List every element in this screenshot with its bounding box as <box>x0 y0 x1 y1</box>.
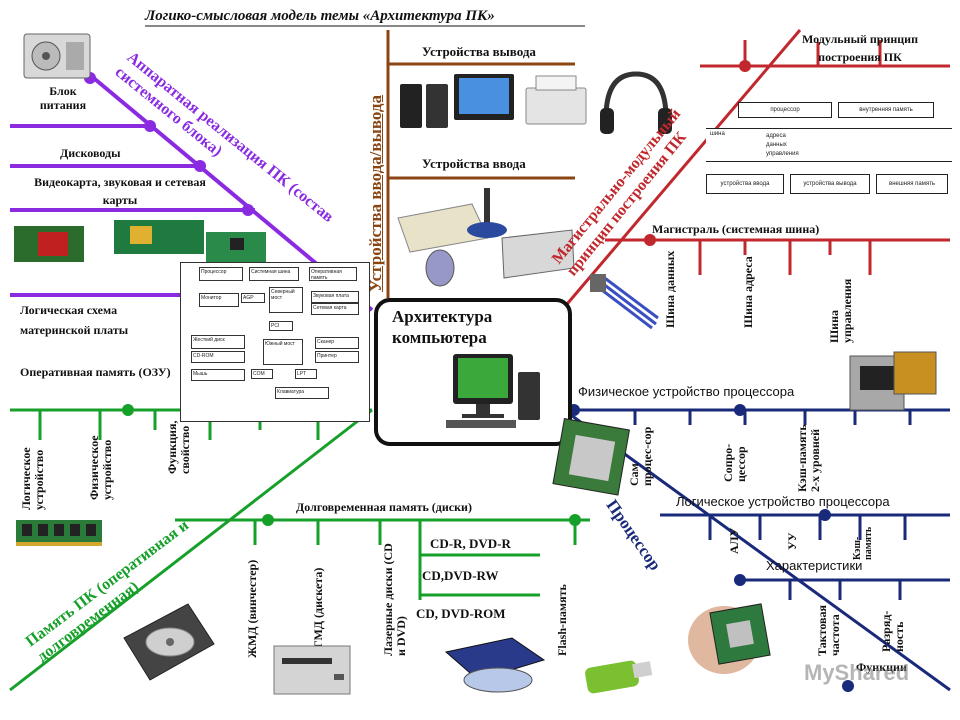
cdr-label: CD-R, DVD-R <box>430 536 511 551</box>
mb-keyboard: Клавиатура <box>275 387 329 399</box>
width-label: Разряд-ность <box>879 610 906 652</box>
module-bus-ctrl: управления <box>766 151 799 157</box>
mb-lpt: LPT <box>295 369 317 379</box>
cpu-logical-label: Логическое устройство процессора <box>676 494 890 509</box>
mb-ram: Оперативная память <box>309 267 357 281</box>
cu-label: УУ <box>785 532 799 550</box>
system-bus-label: Магистраль (системная шина) <box>652 222 820 236</box>
flash-label: Flash-память <box>555 584 569 656</box>
ribbon-cable-icon <box>590 274 659 330</box>
mb-agp: AGP <box>241 293 265 303</box>
optical-drive-icon <box>444 637 546 693</box>
module-bus-data: данных <box>766 142 787 148</box>
mb-com: COM <box>251 369 273 379</box>
cpu-physical-label: Физическое устройство процессора <box>578 384 795 399</box>
storage-label: Долговременная память (диски) <box>296 500 472 514</box>
module-external-mem: внешняя память <box>876 174 948 194</box>
mb-north-bridge: Северный мост <box>269 287 303 313</box>
computer-icon <box>446 354 540 428</box>
psu-label: Блок питания <box>39 84 87 112</box>
module-diagram: процессор внутренняя память шина адреса … <box>706 102 952 206</box>
center-title-line1: Архитектура <box>392 307 493 326</box>
ram-physical-label: Физическое устройство <box>87 435 114 500</box>
cdrw-label: CD,DVD-RW <box>422 568 499 583</box>
bus-addr-label: Шина адреса <box>741 256 755 328</box>
ram-logical-label: Логическое устройство <box>19 447 46 510</box>
cpu-coproc-label: Сопро-цессор <box>721 443 748 482</box>
drives-label: Дисководы <box>60 146 121 160</box>
ram-function-label: Функция, свойство <box>165 420 192 474</box>
mb-printer: Принтер <box>315 351 359 363</box>
characteristics-label: Характеристики <box>766 558 863 573</box>
clock-label: Тактовая частота <box>815 604 842 656</box>
center-node: Архитектура компьютера <box>374 298 572 446</box>
page-title: Логико-смысловая модель темы «Архитектур… <box>145 8 495 24</box>
hard-disk-icon <box>123 603 215 681</box>
cards-label: Видеокарта, звуковая и сетевая карты <box>34 175 206 207</box>
output-devices-label: Устройства вывода <box>422 44 536 59</box>
amd-cpu-icon <box>849 351 937 411</box>
mb-monitor: Монитор <box>199 293 239 307</box>
bus-data-label: Шина данных <box>663 250 677 328</box>
mb-scanner: Сканер <box>315 337 359 349</box>
mb-mouse: Мышь <box>191 369 245 381</box>
cpu-self-label: Сам процес-сор <box>627 426 654 486</box>
intel-cpu-icon <box>552 418 630 496</box>
mb-system-bus: Системная шина <box>249 267 299 281</box>
branch-io-label: Устройства ввода/вывода <box>366 94 385 292</box>
mb-sound: Звуковая плата <box>311 291 359 303</box>
module-output: устройства вывода <box>790 174 870 194</box>
mb-network: Сетевая карта <box>311 303 359 315</box>
hdd-label: ЖМД (винчестер) <box>245 559 259 658</box>
ram-label: Оперативная память (ОЗУ) <box>20 365 171 379</box>
fdd-label: ГМД (дискета) <box>311 567 325 648</box>
mb-cdrom: CD-ROM <box>191 351 245 363</box>
mb-pci: PCI <box>269 321 293 331</box>
logic-scheme-label: Логическая схема материнской платы <box>20 303 129 337</box>
output-devices-icon <box>400 71 672 134</box>
cpu-cache-label: Кэш-память 2-х уровней <box>795 424 822 492</box>
power-supply-icon <box>23 33 91 79</box>
module-internal-mem: внутренняя память <box>838 102 934 118</box>
mb-hdd: Жесткий диск <box>191 335 245 349</box>
module-bus-label: шина <box>710 131 725 137</box>
functions-label: Функции <box>856 660 907 674</box>
floppy-drive-icon <box>273 645 351 695</box>
module-cpu: процессор <box>738 102 832 118</box>
cpu-in-hand-icon <box>688 603 771 674</box>
watermark: MyShared <box>804 660 910 685</box>
bus-ctrl-label: Шина управления <box>827 278 854 343</box>
motherboard-scheme: Процессор Системная шина Оперативная пам… <box>180 262 370 422</box>
module-bus-addr: адреса <box>766 133 786 139</box>
cache2-label: Кэш-память <box>852 526 874 560</box>
center-title-line2: компьютера <box>392 328 487 347</box>
cdrom-label: CD, DVD-ROM <box>416 606 506 621</box>
module-bus: шина адреса данных управления <box>706 128 952 162</box>
module-input: устройства ввода <box>706 174 784 194</box>
modular-principle-label: Модульный принцип построения ПК <box>801 32 919 64</box>
laser-label: Лазерные диски (CD и DVD) <box>381 543 408 656</box>
input-devices-label: Устройства ввода <box>422 156 526 171</box>
input-devices-icon <box>397 188 575 287</box>
alu-label: АЛУ <box>727 527 741 554</box>
mb-south-bridge: Южный мост <box>263 339 303 365</box>
ram-module-icon <box>16 520 102 546</box>
mb-cpu: Процессор <box>199 267 243 281</box>
flash-drive-icon <box>585 660 653 694</box>
expansion-cards-icon <box>14 220 266 262</box>
